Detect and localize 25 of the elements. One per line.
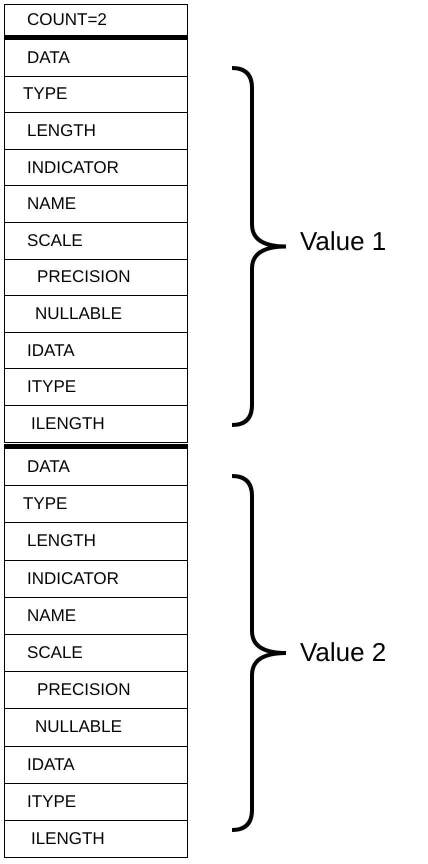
record-field: DATA <box>4 35 188 77</box>
count-field: COUNT=2 <box>4 4 188 36</box>
record-field: NULLABLE <box>4 709 188 747</box>
record-field: SCALE <box>4 223 188 260</box>
record-field: ILENGTH <box>4 821 188 858</box>
record-field: LENGTH <box>4 113 188 150</box>
record-field: IDATA <box>4 746 188 784</box>
group-label: Value 1 <box>300 226 386 257</box>
record-field: PRECISION <box>4 260 188 296</box>
record-field: PRECISION <box>4 672 188 710</box>
record-field: IDATA <box>4 332 188 370</box>
record-field: ILENGTH <box>4 406 188 443</box>
record-field: SCALE <box>4 635 188 672</box>
record-field: ITYPE <box>4 369 188 406</box>
record-field: TYPE <box>4 76 188 114</box>
record-field: NAME <box>4 186 188 223</box>
group-label: Value 2 <box>300 637 386 668</box>
record-field: INDICATOR <box>4 560 188 598</box>
record-field: NAME <box>4 598 188 635</box>
record-field: LENGTH <box>4 523 188 561</box>
record-field: INDICATOR <box>4 150 188 186</box>
record-field: TYPE <box>4 486 188 524</box>
record-field: ITYPE <box>4 784 188 821</box>
record-field: DATA <box>4 444 188 486</box>
record-field: NULLABLE <box>4 296 188 333</box>
